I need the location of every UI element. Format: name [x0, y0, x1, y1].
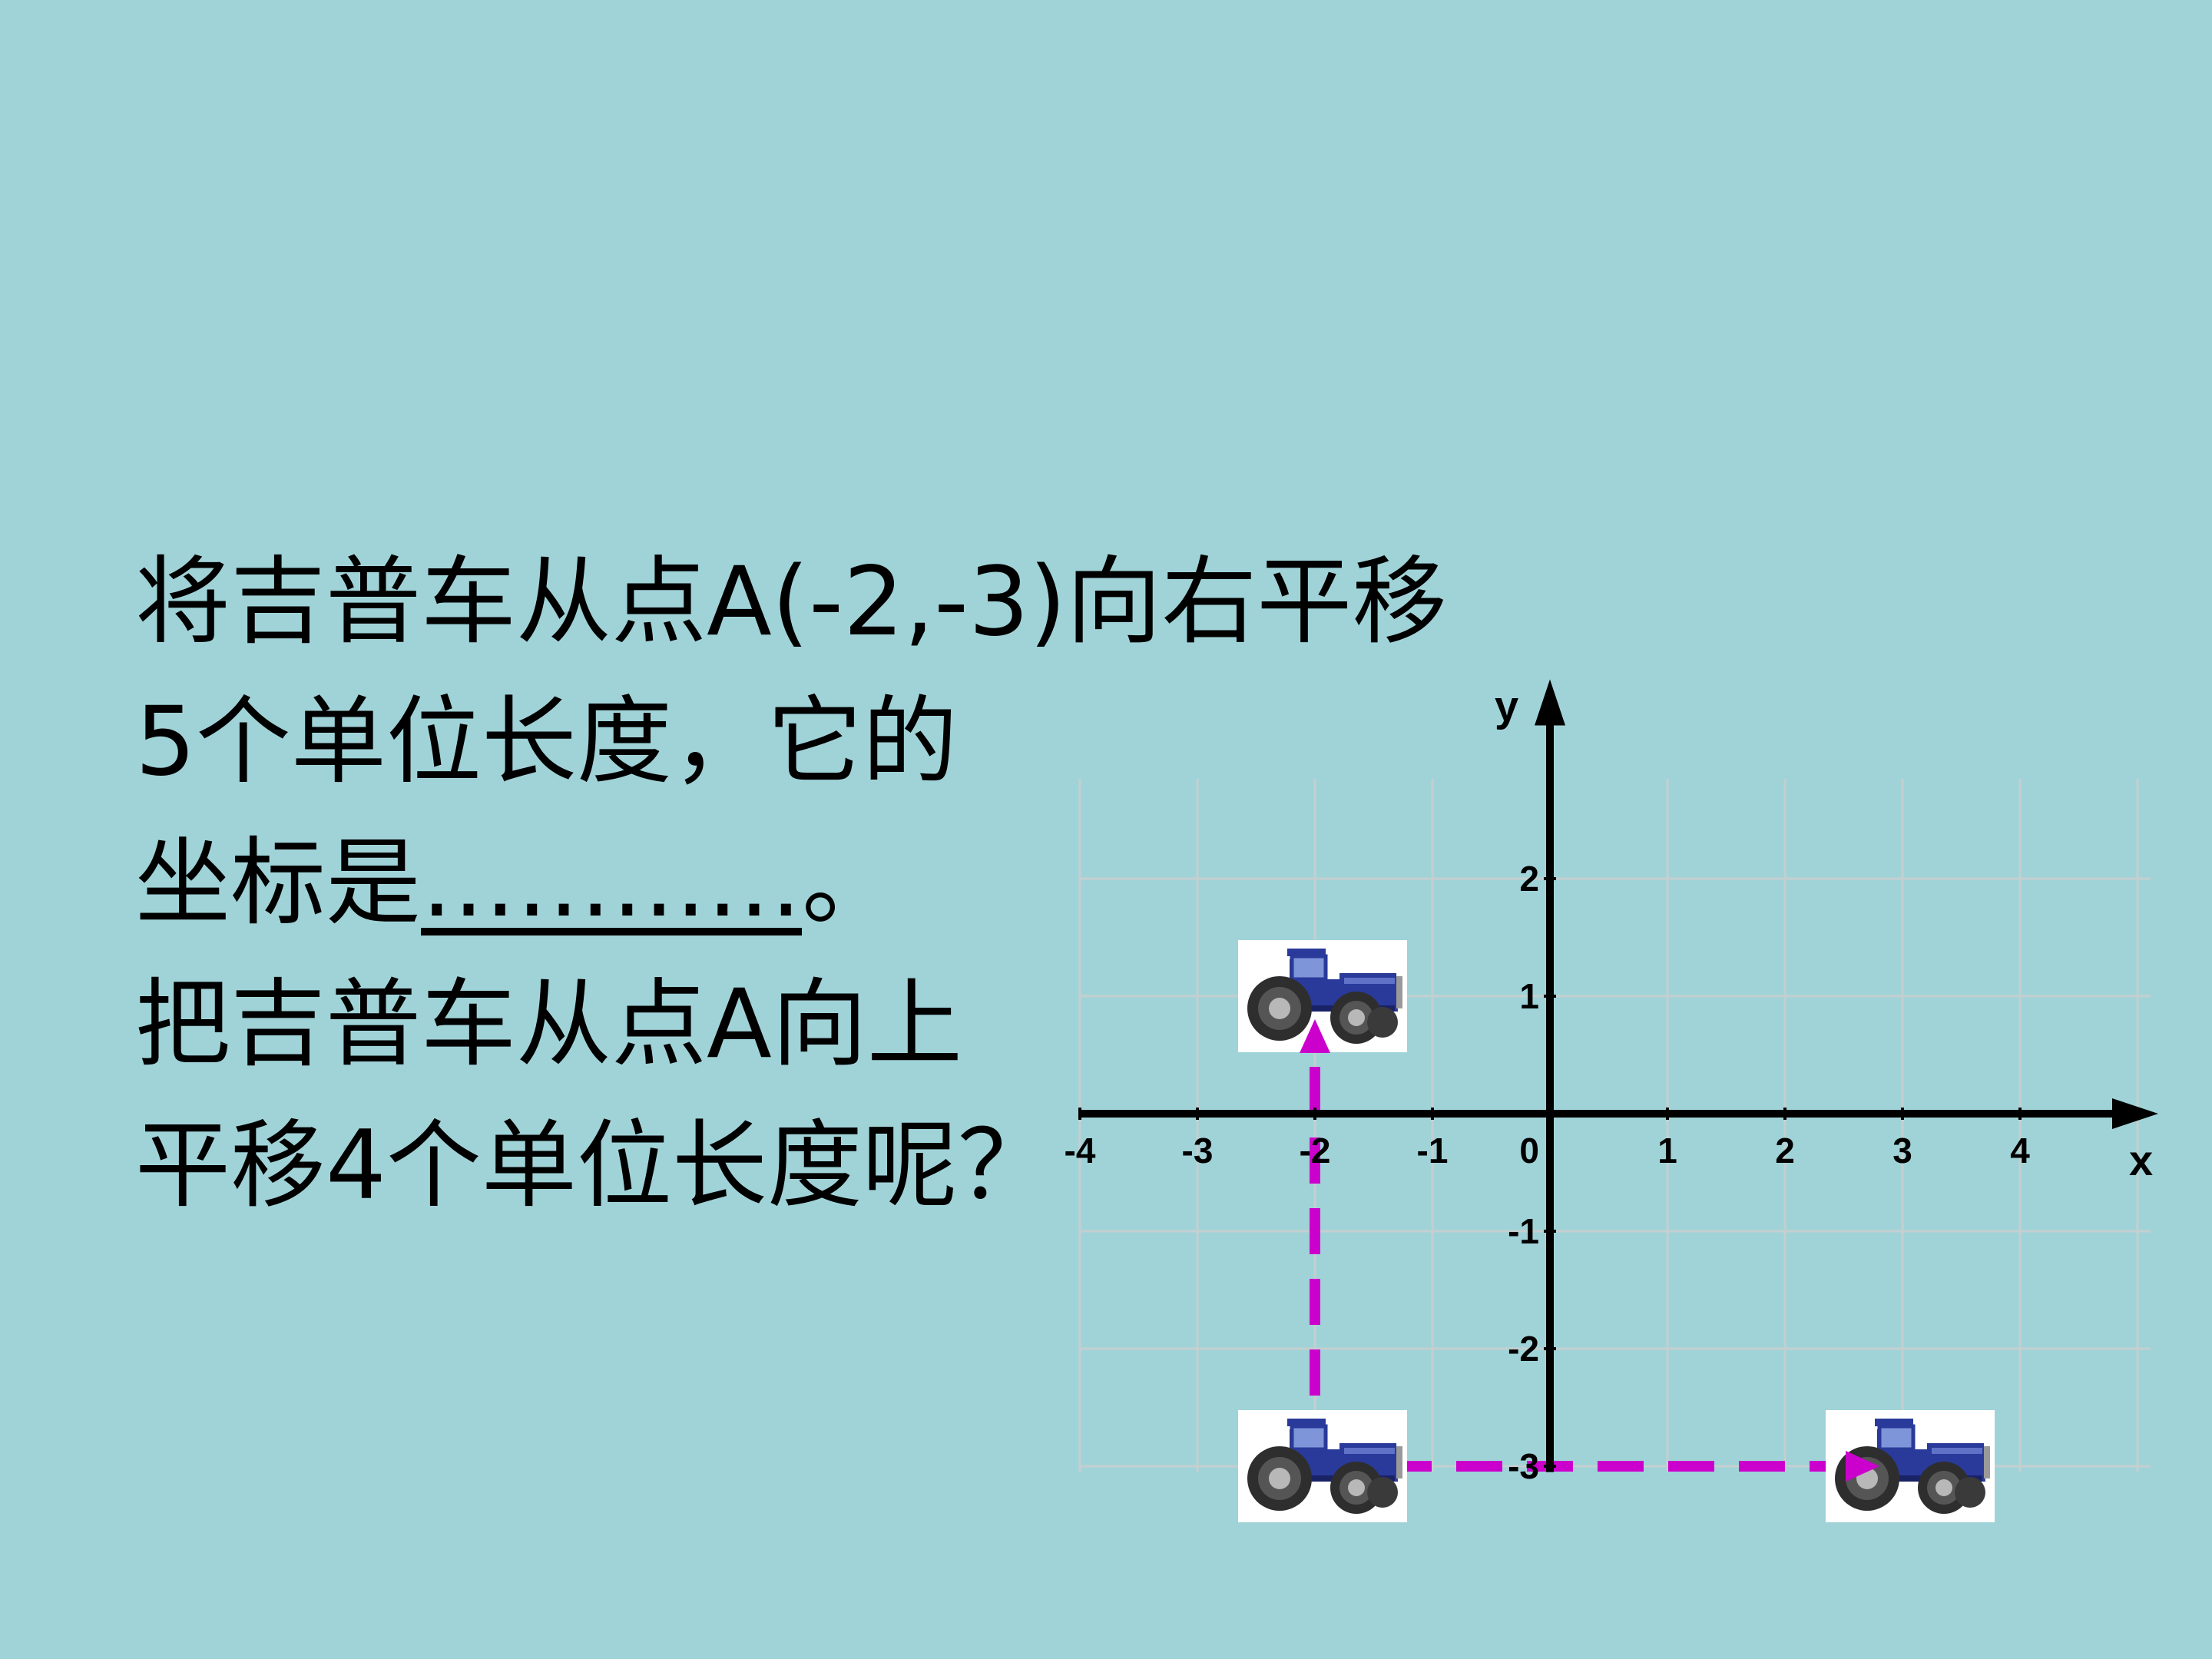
origin-label: 0: [1519, 1131, 1539, 1171]
axis-labels: x y 0 -4 -3 -2 -1 1 2 3 4 2 1 -1 -2 -3: [1065, 682, 2154, 1487]
path-right-arrowhead: [1846, 1451, 1879, 1482]
question-line-3: 坐标是…………。: [135, 836, 897, 931]
answer-blank: …………: [421, 828, 803, 939]
x-tick-label: -2: [1300, 1131, 1331, 1171]
x-tick-label: -3: [1182, 1131, 1214, 1171]
y-tick-label: -3: [1508, 1446, 1539, 1486]
jeep-start: [1238, 1410, 1407, 1522]
translation-paths: [1310, 996, 1902, 1472]
x-tick-label: -4: [1065, 1131, 1096, 1171]
y-tick-label: 1: [1519, 976, 1539, 1016]
jeep-up: [1238, 940, 1407, 1052]
question-line-1: 将吉普车从点A(-2,-3)向右平移: [135, 547, 1448, 657]
x-axis-arrow: [2112, 1098, 2158, 1129]
x-axis-label: x: [2129, 1136, 2153, 1184]
axes: [1080, 679, 2158, 1472]
x-tick-label: 4: [2010, 1131, 2030, 1171]
x-tick-label: 3: [1892, 1131, 1912, 1171]
x-tick-label: 2: [1775, 1131, 1795, 1171]
x-tick-label: 1: [1657, 1131, 1677, 1171]
question-line-2: 5个单位长度，它的: [135, 687, 958, 797]
y-tick-label: -2: [1508, 1329, 1539, 1369]
question-line-4: 把吉普车从点A向上: [135, 969, 962, 1080]
question-line-3-suffix: 。: [802, 828, 898, 939]
question-line-3-prefix: 坐标是: [135, 828, 422, 939]
grid: [1078, 778, 2151, 1472]
y-axis-label: y: [1495, 682, 1518, 730]
translation-arrowheads: [1300, 1019, 1879, 1482]
y-axis-arrow: [1535, 679, 1565, 726]
path-up-arrowhead: [1300, 1019, 1330, 1053]
question-line-5: 平移4个单位长度呢？: [135, 1111, 1053, 1221]
y-tick-label: -1: [1508, 1211, 1539, 1251]
x-tick-label: -1: [1417, 1131, 1449, 1171]
y-tick-label: 2: [1519, 859, 1539, 899]
